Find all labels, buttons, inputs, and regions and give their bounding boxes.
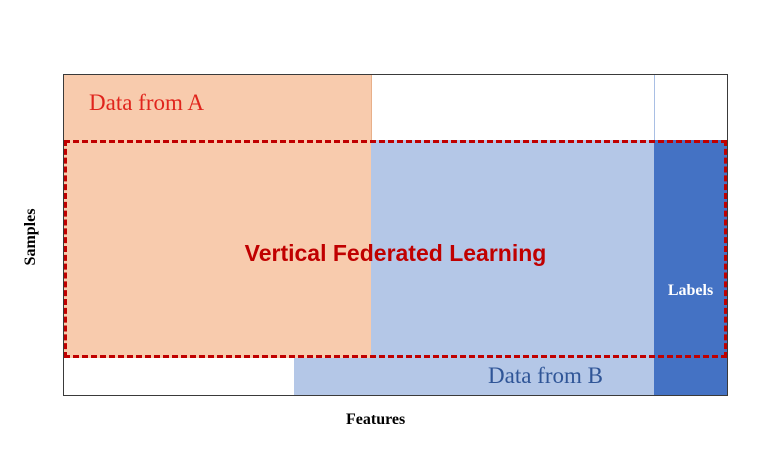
feature-sample-frame (63, 74, 728, 396)
feature-divider-line (654, 75, 655, 140)
data-from-a-label: Data from A (89, 90, 204, 115)
y-axis-label: Samples (22, 208, 39, 266)
overlap-dashed-region (64, 140, 727, 358)
overlap-title: Vertical Federated Learning (244, 240, 547, 266)
party-a-data-block (64, 75, 371, 358)
x-axis-label: Features (346, 411, 406, 428)
data-from-b-label: Data from B (488, 363, 603, 388)
party-b-data-block (371, 140, 654, 358)
party-b-data-block-lower (294, 358, 654, 395)
labels-column-label: Labels (667, 282, 714, 299)
labels-column-block (654, 140, 727, 395)
